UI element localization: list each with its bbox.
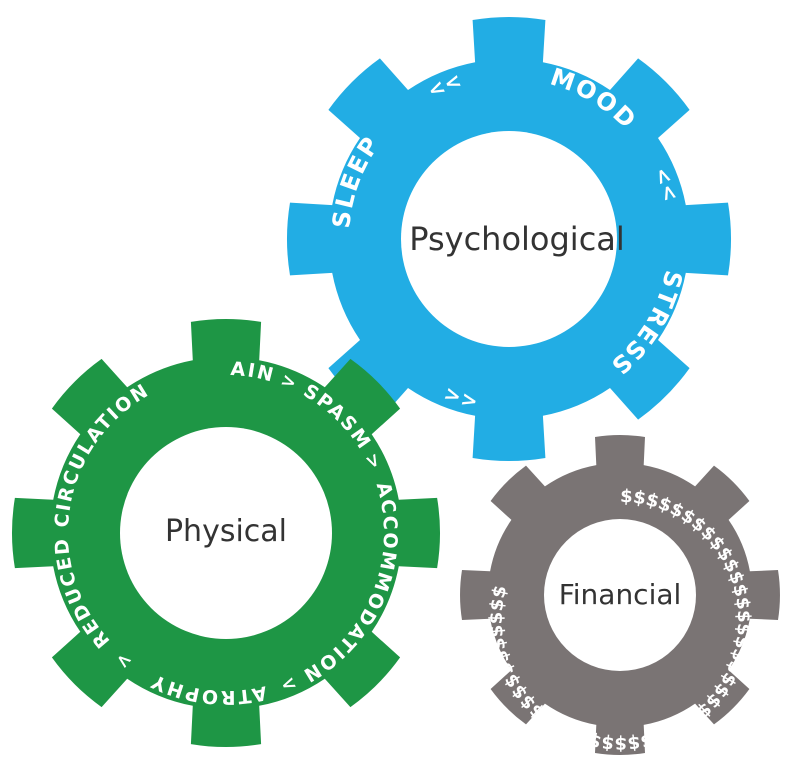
financial-gear: $$$$$$$$$$$$$$$$$$$$$$$$$$$$$$$$$$$$$$$$… [460,435,780,755]
financial-gear-hole [544,519,696,671]
ring-arrow-accommodation: > [278,671,300,696]
physical-gear-hole [120,427,332,639]
physical-label: Physical [165,514,287,549]
psychological-gear-hole [401,131,617,347]
ring-arrow-pain: > [278,369,300,394]
psychological-gear: MOOD STRESS SLEEP << << << Psychological [286,16,732,462]
psychological-label: Psychological [409,220,625,258]
financial-label: Financial [559,578,682,611]
